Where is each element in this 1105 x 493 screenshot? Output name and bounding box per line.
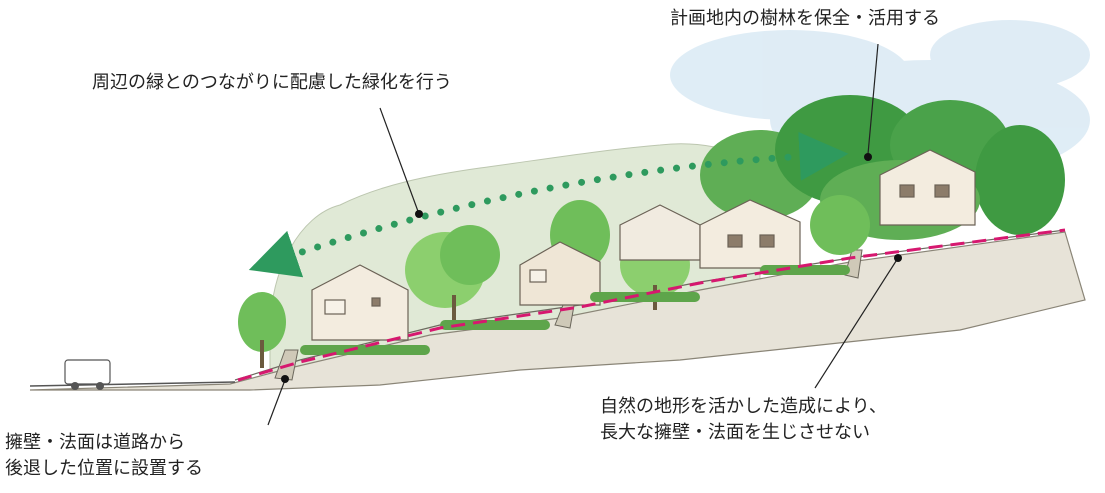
road-line (29, 381, 236, 387)
label-retaining-wall-line1: 擁壁・法面は道路から (5, 432, 185, 453)
terrain-dashed-line (237, 228, 1066, 382)
label-terrain-line2: 長大な擁壁・法面を生じさせない (600, 422, 870, 443)
hedges (300, 265, 850, 355)
leader-lines (267, 43, 899, 426)
greening-connection-arrow (248, 131, 849, 278)
label-terrain: 自然の地形を活かした造成により、 長大な擁壁・法面を生じさせない (600, 394, 887, 446)
label-preserve-trees: 計画地内の樹林を保全・活用する (670, 6, 940, 32)
label-retaining-wall-line2: 後退した位置に設置する (5, 458, 203, 479)
car (64, 359, 111, 390)
label-preserve-trees-text: 計画地内の樹林を保全・活用する (670, 8, 940, 29)
label-retaining-wall: 擁壁・法面は道路から 後退した位置に設置する (5, 430, 203, 482)
label-greening: 周辺の緑とのつながりに配慮した緑化を行う (92, 70, 452, 96)
label-terrain-line1: 自然の地形を活かした造成により、 (600, 396, 887, 417)
label-greening-text: 周辺の緑とのつながりに配慮した緑化を行う (92, 72, 452, 93)
anchor-dots (281, 153, 902, 383)
